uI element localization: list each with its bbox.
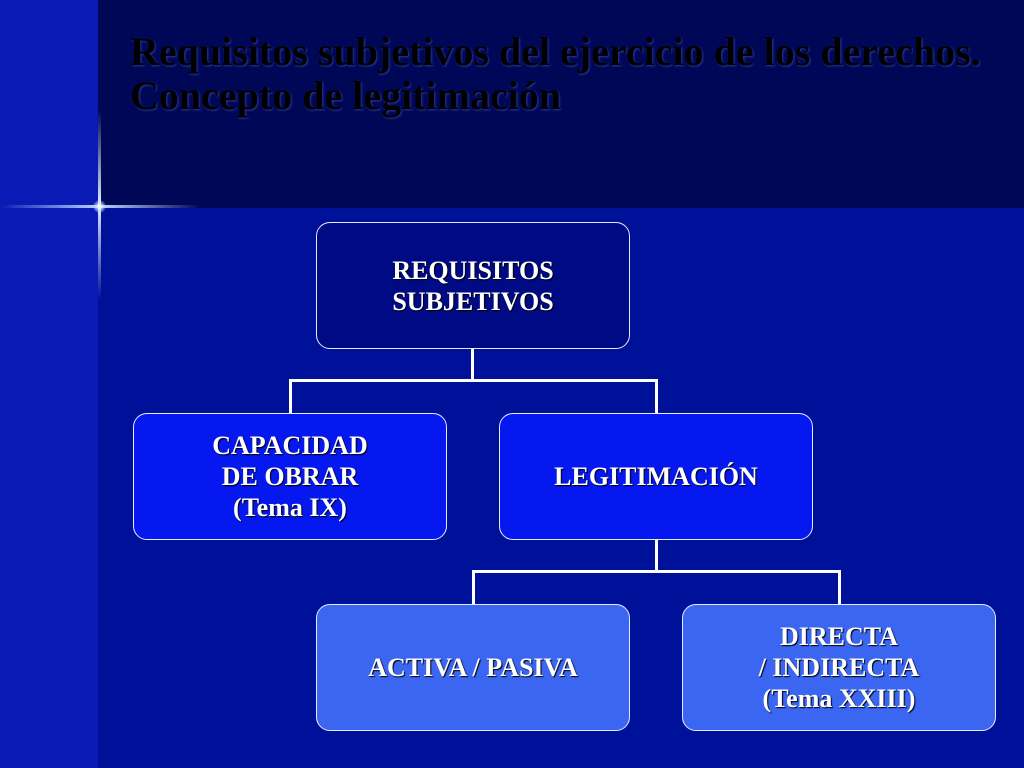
sparkle-decoration-core [93, 200, 106, 213]
node-activa-pasiva: ACTIVA / PASIVA [316, 604, 630, 731]
node-capacidad-de-obrar-label: CAPACIDAD DE OBRAR (Tema IX) [212, 430, 368, 523]
node-text-line: ACTIVA / PASIVA [368, 653, 578, 682]
node-text-line: DE OBRAR [221, 462, 359, 491]
node-text-line: (Tema IX) [233, 493, 347, 522]
node-requisitos-subjetivos-label: REQUISITOS SUBJETIVOS [392, 255, 553, 317]
background-title-band [98, 0, 1024, 208]
node-text-line: LEGITIMACIÓN [554, 462, 758, 491]
node-text-line: REQUISITOS [392, 255, 554, 285]
connector-to-activa [472, 570, 475, 605]
node-directa-indirecta: DIRECTA / INDIRECTA (Tema XXIII) [682, 604, 996, 731]
node-capacidad-de-obrar: CAPACIDAD DE OBRAR (Tema IX) [133, 413, 447, 540]
node-text-line: (Tema XXIII) [762, 684, 916, 713]
node-activa-pasiva-label: ACTIVA / PASIVA [368, 652, 578, 683]
connector-legitimacion-down [655, 539, 658, 572]
connector-to-directa [838, 570, 841, 605]
node-text-line: SUBJETIVOS [392, 286, 554, 316]
connector-level1-bar [289, 379, 658, 382]
node-text-line: CAPACIDAD [212, 431, 368, 460]
slide-title: Requisitos subjetivos del ejercicio de l… [130, 29, 981, 118]
node-text-line: / INDIRECTA [758, 653, 920, 682]
connector-level2-bar [472, 570, 841, 573]
node-legitimacion-label: LEGITIMACIÓN [554, 461, 758, 492]
node-directa-indirecta-label: DIRECTA / INDIRECTA (Tema XXIII) [759, 621, 920, 714]
connector-to-capacidad [289, 379, 292, 414]
node-requisitos-subjetivos: REQUISITOS SUBJETIVOS [316, 222, 630, 349]
connector-to-legitimacion [655, 379, 658, 414]
node-legitimacion: LEGITIMACIÓN [499, 413, 813, 540]
background-left-band [0, 0, 98, 768]
connector-root-down [471, 348, 474, 381]
node-text-line: DIRECTA [780, 622, 898, 651]
